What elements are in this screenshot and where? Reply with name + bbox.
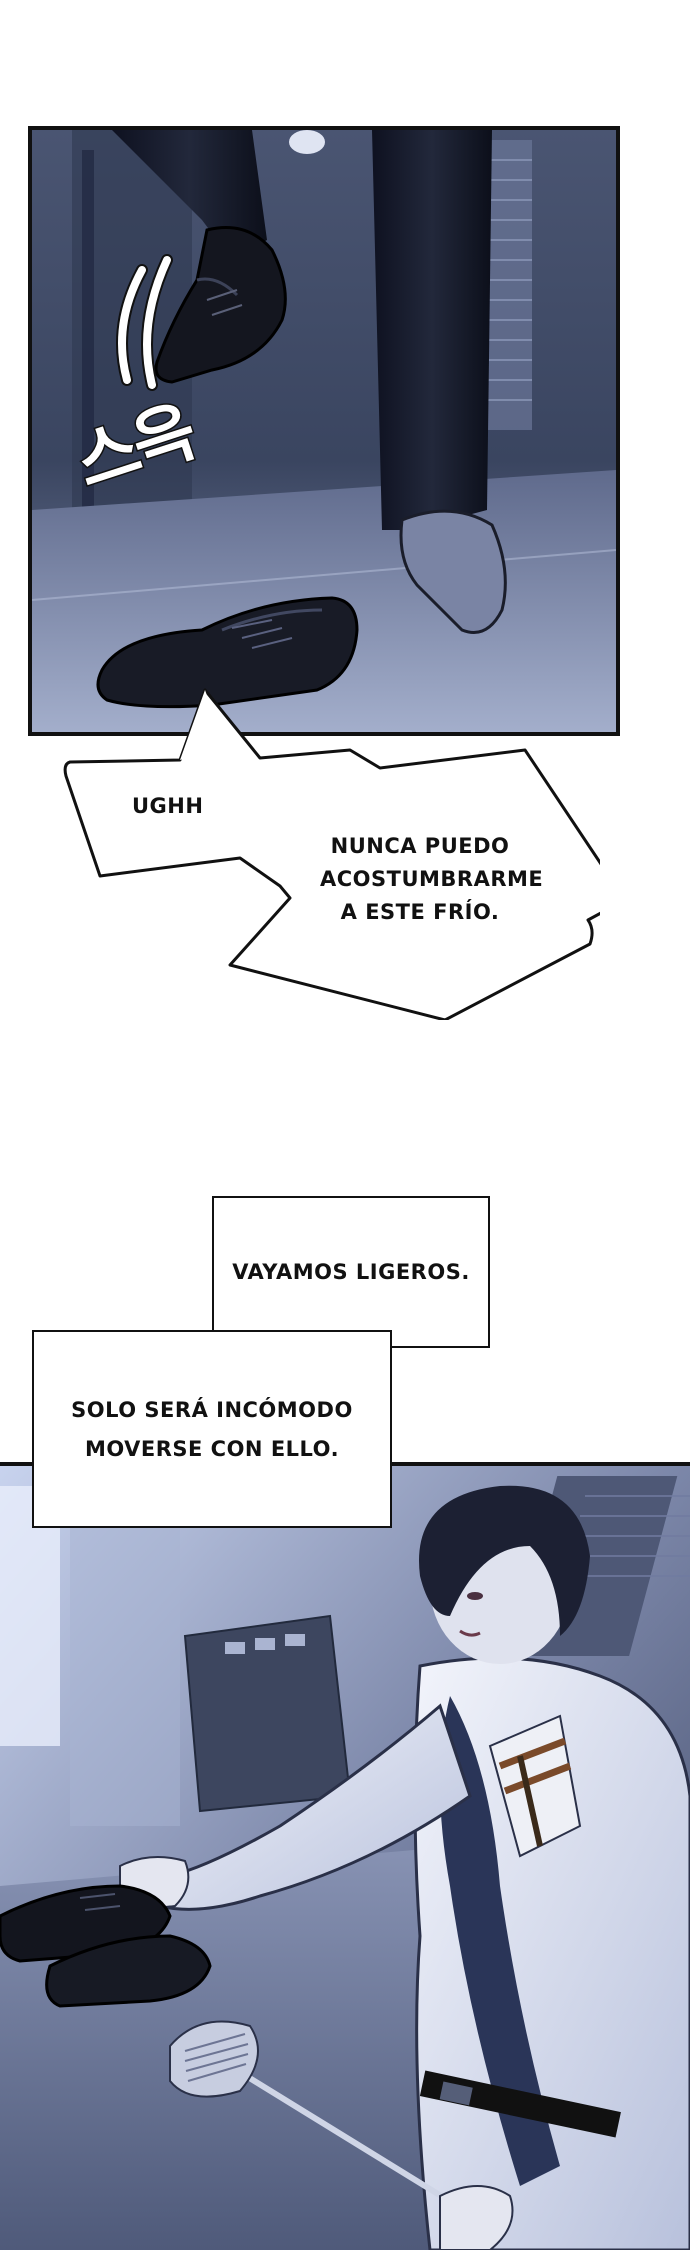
caption-box-top (212, 1196, 490, 1348)
caption-text-top: VAYAMOS LIGEROS. (232, 1260, 470, 1284)
raised-shoe (154, 226, 287, 384)
bubble-text-line-1: NUNCA PUEDO (330, 834, 510, 858)
man-lower-hand (439, 2185, 514, 2250)
bubble-text-line-3: A ESTE FRÍO. (340, 900, 500, 924)
bubble-text-line-2: ACOSTUMBRARME (320, 867, 544, 891)
right-leg (372, 130, 492, 530)
caption-text-bottom-line-1: SOLO SERÁ INCÓMODO (71, 1398, 353, 1422)
sock-foot (399, 509, 507, 634)
top-panel: 스윽 (28, 126, 620, 736)
plaid-scarf (488, 1714, 582, 1858)
held-shoes (0, 1884, 212, 2008)
bubble-text-ughh: UGHH (132, 794, 204, 818)
caption-text-bottom-line-2: MOVERSE CON ELLO. (84, 1437, 340, 1461)
man-vest (440, 1696, 560, 2186)
speech-bubble (63, 688, 600, 1020)
bottom-panel-art (0, 1466, 690, 2250)
caption-box-bottom (32, 1330, 392, 1528)
window-light (0, 1486, 60, 1746)
top-panel-art (32, 130, 616, 732)
bottom-panel (0, 1462, 690, 2250)
hand (289, 130, 325, 154)
motion-lines (116, 254, 173, 391)
floor-shoe (96, 596, 359, 709)
man-head (419, 1485, 590, 1664)
